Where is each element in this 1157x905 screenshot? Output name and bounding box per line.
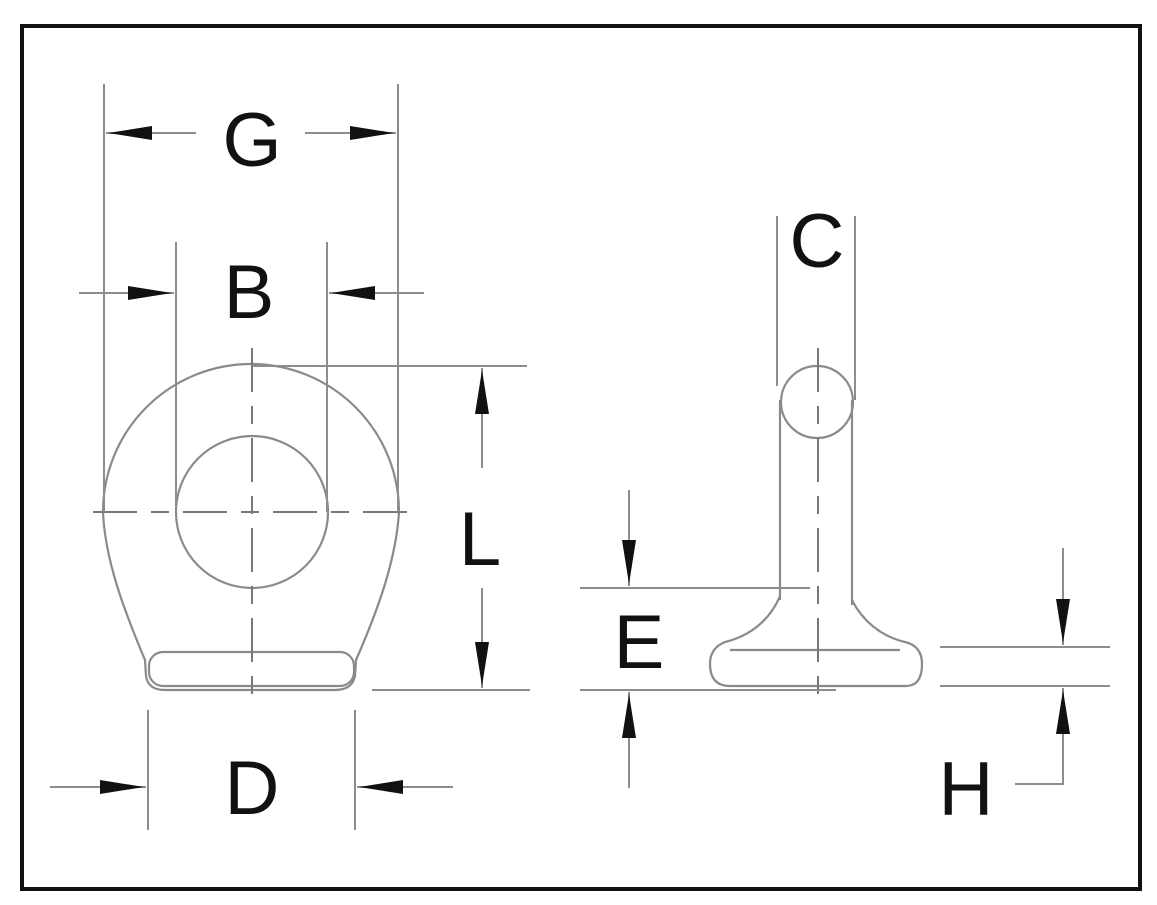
d-arrow-left [100, 780, 144, 794]
dimension-d: D [50, 710, 453, 831]
label-g: G [222, 98, 281, 183]
h-arrow-top [1056, 599, 1070, 643]
b-arrow-right [331, 286, 375, 300]
ring-outer-contour [101, 362, 401, 692]
label-c: C [790, 199, 845, 284]
dimension-h: H [939, 548, 1110, 832]
dimension-e: E [580, 490, 836, 788]
label-d: D [225, 746, 280, 831]
e-arrow-top [622, 540, 636, 584]
g-arrow-right [350, 126, 394, 140]
dimension-g: G [103, 84, 399, 512]
e-arrow-bottom [622, 694, 636, 738]
label-e: E [614, 600, 665, 685]
dimension-l: L [252, 365, 530, 691]
dimension-c: C [776, 199, 856, 400]
g-arrow-left [108, 126, 152, 140]
l-arrow-bottom [475, 642, 489, 686]
label-h: H [939, 747, 994, 832]
dimension-b: B [79, 242, 424, 512]
h-arrow-bottom [1056, 690, 1070, 734]
frame-border [20, 24, 1142, 891]
l-arrow-top [475, 370, 489, 414]
d-arrow-right [359, 780, 403, 794]
side-view [708, 348, 924, 706]
label-l: L [459, 497, 501, 582]
b-arrow-left [128, 286, 172, 300]
label-b: B [224, 250, 275, 335]
